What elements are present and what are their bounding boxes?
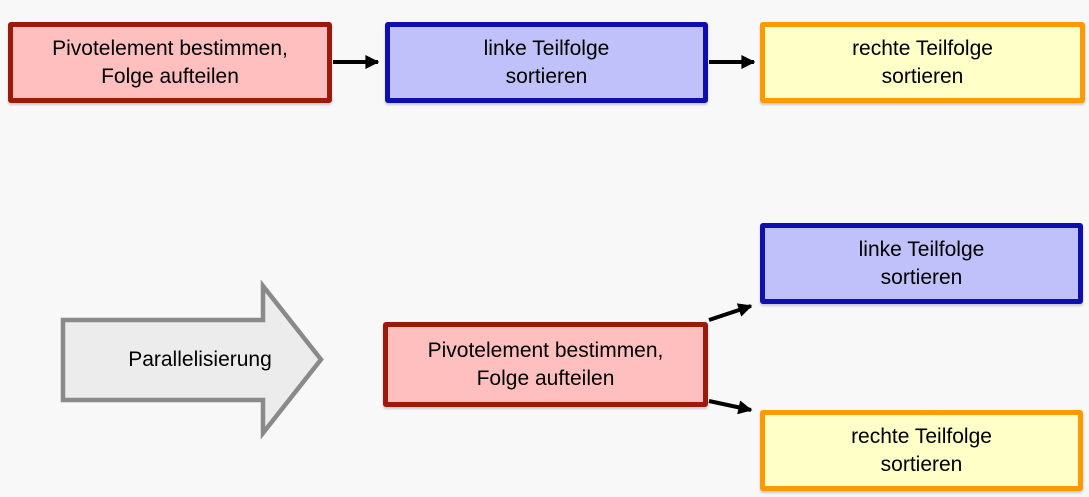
node-sequential-left-subsequence: linke Teilfolge sortieren — [385, 22, 708, 103]
parallelisierung-label: Parallelisierung — [75, 345, 325, 375]
node-label: rechte Teilfolge sortieren — [852, 36, 993, 88]
node-sequential-pivot: Pivotelement bestimmen, Folge aufteilen — [8, 22, 332, 103]
arrow-par-pivot-to-right — [708, 399, 753, 415]
node-label: linke Teilfolge sortieren — [483, 36, 610, 88]
node-label: rechte Teilfolge sortieren — [851, 424, 992, 476]
node-label: Pivotelement bestimmen, Folge aufteilen — [427, 338, 664, 390]
node-parallel-pivot: Pivotelement bestimmen, Folge aufteilen — [383, 322, 708, 407]
node-parallel-left-subsequence: linke Teilfolge sortieren — [760, 223, 1083, 304]
node-sequential-right-subsequence: rechte Teilfolge sortieren — [760, 22, 1085, 103]
arrow-par-pivot-to-left — [708, 303, 753, 322]
parallelisierung-label-text: Parallelisierung — [128, 348, 272, 371]
node-label: Pivotelement bestimmen, Folge aufteilen — [52, 36, 288, 88]
parallelisierung-arrow-shape — [60, 279, 324, 440]
node-parallel-right-subsequence: rechte Teilfolge sortieren — [760, 410, 1083, 491]
node-label: linke Teilfolge sortieren — [858, 237, 985, 289]
